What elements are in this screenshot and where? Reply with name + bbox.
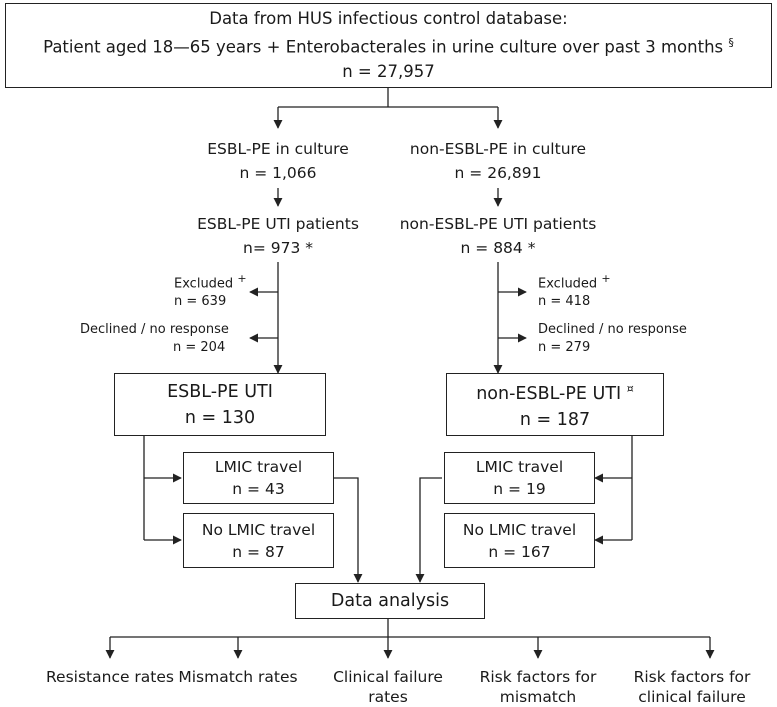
esbl-uti-group-count: n = 130 [184, 407, 256, 428]
non-esbl-declined-label: Declined / no response n = 279 [538, 322, 687, 355]
source-total: n = 27,957 [342, 61, 435, 81]
esbl-nolmic-count: n = 87 [232, 542, 285, 561]
non-esbl-uti-patients-label: non-ESBL-PE UTI patients n = 884 * [378, 212, 618, 260]
non-esbl-uti-patients-count: n = 884 * [460, 239, 536, 257]
esbl-uti-group-box: ESBL-PE UTI n = 130 [114, 373, 326, 436]
arrow-non-esbl-lmic-to-analysis [415, 477, 442, 583]
non-esbl-culture-label: non-ESBL-PE in culture n = 26,891 [378, 137, 618, 185]
esbl-culture-label: ESBL-PE in culture n = 1,066 [178, 137, 378, 185]
non-esbl-no-lmic-travel-box: No LMIC travel n = 167 [444, 513, 595, 568]
esbl-culture-count: n = 1,066 [239, 164, 317, 182]
esbl-lmic-travel-box: LMIC travel n = 43 [183, 452, 334, 504]
non-esbl-culture-count: n = 26,891 [454, 164, 542, 182]
source-database-box: Data from HUS infectious control databas… [5, 3, 772, 88]
non-esbl-excluded-count: n = 418 [538, 294, 591, 310]
non-esbl-lmic-count: n = 19 [493, 480, 546, 498]
outcome-resistance-rates: Resistance rates [45, 668, 174, 686]
esbl-uti-patients-label: ESBL-PE UTI patients n= 973 * [168, 212, 388, 260]
source-line1: Data from HUS infectious control databas… [209, 9, 568, 29]
esbl-declined-count: n = 204 [173, 340, 226, 355]
non-esbl-uti-group-count: n = 187 [519, 409, 591, 430]
outcome-clinical-failure-rates: Clinical failure rates [333, 668, 443, 706]
esbl-lmic-count: n = 43 [232, 480, 285, 498]
esbl-excluded-count: n = 639 [174, 294, 227, 310]
outcome-risk-factors-clinical-failure: Risk factors for clinical failure [633, 668, 751, 706]
non-esbl-lmic-travel-box: LMIC travel n = 19 [444, 452, 595, 504]
non-esbl-declined-count: n = 279 [538, 340, 591, 355]
esbl-excluded-label: Excluded + n = 639 [174, 272, 247, 310]
esbl-no-lmic-travel-box: No LMIC travel n = 87 [183, 513, 334, 568]
data-analysis-box: Data analysis [295, 583, 485, 619]
esbl-declined-label: Declined / no response n = 204 [80, 322, 229, 355]
non-esbl-uti-group-box: non-ESBL-PE UTI ¤ n = 187 [446, 373, 664, 436]
arrow-esbl-lmic-to-analysis [334, 477, 363, 583]
esbl-uti-patients-count: n= 973 * [243, 239, 313, 257]
outcome-mismatch-rates: Mismatch rates [178, 668, 298, 686]
non-esbl-nolmic-count: n = 167 [488, 542, 551, 561]
source-line2: Patient aged 18—65 years + Enterobactera… [43, 36, 734, 57]
outcome-risk-factors-mismatch: Risk factors for mismatch [479, 668, 597, 706]
non-esbl-excluded-label: Excluded + n = 418 [538, 272, 611, 310]
